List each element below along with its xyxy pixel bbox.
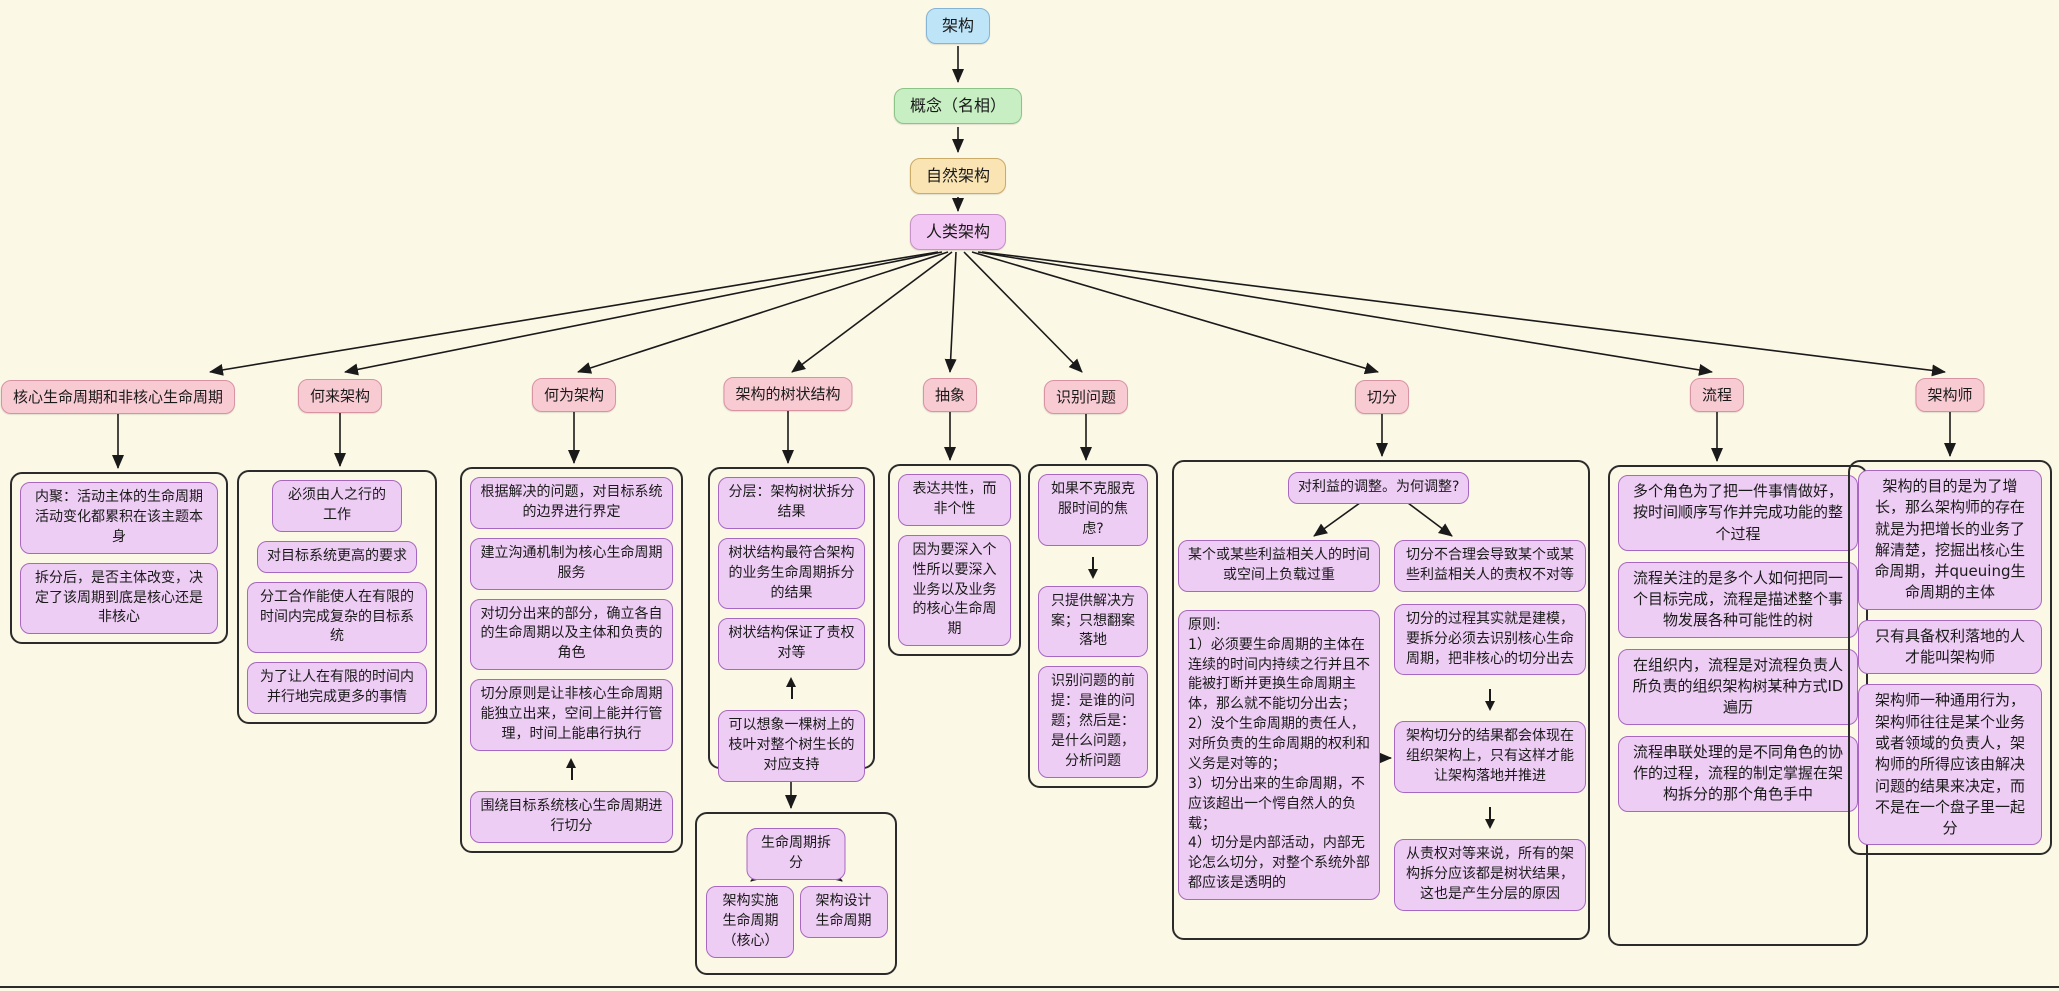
up-arrow bbox=[786, 677, 797, 700]
note[interactable]: 切分不合理会导致某个或某些利益相关人的责权不对等 bbox=[1394, 540, 1586, 592]
down-arrow bbox=[1087, 556, 1098, 579]
note[interactable]: 如果不克服克服时间的焦虑? bbox=[1038, 474, 1148, 546]
note[interactable]: 架构切分的结果都会体现在组织架构上，只有这样才能让架构落地并推进 bbox=[1394, 721, 1586, 793]
note[interactable]: 因为要深入个性所以要深入业务以及业务的核心生命周期 bbox=[898, 534, 1011, 647]
note[interactable]: 流程关注的是多个人如何把同一个目标完成，流程是描述整个事物发展各种可能性的树 bbox=[1618, 561, 1858, 638]
group-process: 多个角色为了把一件事情做好，按时间顺序写作并完成功能的整个过程 流程关注的是多个… bbox=[1608, 465, 1868, 946]
note[interactable]: 只提供解决方案；只想翻案落地 bbox=[1038, 585, 1148, 658]
note[interactable]: 对目标系统更高的要求 bbox=[257, 540, 417, 573]
node-impl-lifecycle[interactable]: 架构实施生命周期（核心） bbox=[706, 886, 795, 958]
header-abstraction[interactable]: 抽象 bbox=[922, 378, 978, 413]
node-lifecycle-split[interactable]: 生命周期拆分 bbox=[746, 828, 846, 880]
note[interactable]: 对切分出来的部分，确立各自的生命周期以及主体和负责的角色 bbox=[470, 598, 673, 671]
group-identify-problem: 如果不克服克服时间的焦虑? 只提供解决方案；只想翻案落地 识别问题的前提：是谁的… bbox=[1028, 464, 1158, 788]
node-natural-architecture[interactable]: 自然架构 bbox=[909, 158, 1007, 194]
note[interactable]: 架构的目的是为了增长，那么架构师的存在就是为把增长的业务了解清楚，挖掘出核心生命… bbox=[1858, 470, 2042, 610]
note[interactable]: 必须由人之行的工作 bbox=[272, 480, 402, 532]
header-tree-structure[interactable]: 架构的树状结构 bbox=[723, 377, 853, 412]
header-what-is-architecture[interactable]: 何为架构 bbox=[531, 378, 617, 413]
header-identify-problem[interactable]: 识别问题 bbox=[1043, 380, 1129, 415]
note[interactable]: 分工合作能使人在有限的时间内完成复杂的目标系统 bbox=[247, 581, 427, 654]
splitting-right-column: 切分不合理会导致某个或某些利益相关人的责权不对等 切分的过程其实就是建模，要拆分… bbox=[1394, 540, 1586, 911]
note[interactable]: 多个角色为了把一件事情做好，按时间顺序写作并完成功能的整个过程 bbox=[1618, 475, 1858, 551]
header-process[interactable]: 流程 bbox=[1689, 378, 1745, 413]
splitting-left-column: 某个或某些利益相关人的时间或空间上负载过重 原则: 1）必须要生命周期的主体在连… bbox=[1178, 540, 1380, 900]
document-bottom-edge bbox=[0, 986, 2059, 988]
note[interactable]: 只有具备权利落地的人才能叫架构师 bbox=[1858, 619, 2042, 675]
note[interactable]: 可以想象一棵树上的枝叶对整个树生长的对应支持 bbox=[718, 710, 865, 782]
note[interactable]: 在组织内，流程是对流程负责人所负责的组织架构树某种方式ID遍历 bbox=[1618, 648, 1858, 725]
note[interactable]: 内聚：活动主体的生命周期活动变化都累积在该主题本身 bbox=[20, 482, 218, 554]
node-human-architecture[interactable]: 人类架构 bbox=[909, 214, 1007, 250]
note[interactable]: 树状结构保证了责权对等 bbox=[718, 618, 865, 671]
group-core-vs-noncore: 内聚：活动主体的生命周期活动变化都累积在该主题本身 拆分后，是否主体改变，决定了… bbox=[10, 472, 228, 645]
up-arrow bbox=[566, 757, 577, 780]
down-arrow bbox=[1484, 807, 1495, 829]
note[interactable]: 树状结构最符合架构的业务生命周期拆分的结果 bbox=[718, 537, 865, 610]
note[interactable]: 表达共性，而非个性 bbox=[898, 474, 1011, 526]
group-why-architecture: 必须由人之行的工作 对目标系统更高的要求 分工合作能使人在有限的时间内完成复杂的… bbox=[237, 470, 437, 724]
note-why-adjust[interactable]: 对利益的调整。为何调整? bbox=[1288, 472, 1470, 504]
note[interactable]: 围绕目标系统核心生命周期进行切分 bbox=[470, 790, 673, 843]
note-principles[interactable]: 原则: 1）必须要生命周期的主体在连续的时间内持续之行并且不能被打断并更换生命周… bbox=[1178, 609, 1380, 900]
note[interactable]: 识别问题的前提：是谁的问题；然后是：是什么问题，分析问题 bbox=[1038, 666, 1148, 778]
group-abstraction: 表达共性，而非个性 因为要深入个性所以要深入业务以及业务的核心生命周期 bbox=[888, 464, 1021, 657]
note[interactable]: 架构师一种通用行为，架构师往往是某个业务或者领域的负责人，架构师的所得应该由解决… bbox=[1858, 684, 2042, 846]
note[interactable]: 根据解决的问题，对目标系统的边界进行界定 bbox=[470, 477, 673, 529]
note[interactable]: 流程串联处理的是不同角色的协作的过程，流程的制定掌握在架构拆分的那个角色手中 bbox=[1618, 735, 1858, 812]
group-architect: 架构的目的是为了增长，那么架构师的存在就是为把增长的业务了解清楚，挖掘出核心生命… bbox=[1848, 460, 2052, 856]
group-what-is-architecture: 根据解决的问题，对目标系统的边界进行界定 建立沟通机制为核心生命周期服务 对切分… bbox=[460, 467, 683, 853]
node-design-lifecycle[interactable]: 架构设计生命周期 bbox=[799, 886, 888, 938]
header-why-architecture[interactable]: 何来架构 bbox=[297, 379, 383, 414]
header-architect[interactable]: 架构师 bbox=[1915, 378, 1985, 413]
down-arrow bbox=[1484, 689, 1495, 712]
note[interactable]: 从责权对等来说，所有的架构拆分应该都是树状结果，这也是产生分层的原因 bbox=[1394, 839, 1586, 911]
note[interactable]: 切分的过程其实就是建模，要拆分必须去识别核心生命周期，把非核心的切分出去 bbox=[1394, 603, 1586, 676]
group-lifecycle-split: 生命周期拆分 架构实施生命周期（核心） 架构设计生命周期 bbox=[695, 812, 897, 975]
note[interactable]: 分层：架构树状拆分结果 bbox=[718, 477, 865, 529]
header-splitting[interactable]: 切分 bbox=[1354, 380, 1410, 415]
note[interactable]: 为了让人在有限的时间内并行地完成更多的事情 bbox=[247, 662, 427, 714]
node-concept[interactable]: 概念（名相） bbox=[893, 88, 1023, 124]
node-architecture[interactable]: 架构 bbox=[925, 8, 991, 44]
note[interactable]: 切分原则是让非核心生命周期能独立出来，空间上能并行管理，时间上能串行执行 bbox=[470, 679, 673, 751]
note[interactable]: 建立沟通机制为核心生命周期服务 bbox=[470, 537, 673, 590]
group-tree-structure: 分层：架构树状拆分结果 树状结构最符合架构的业务生命周期拆分的结果 树状结构保证… bbox=[708, 467, 875, 782]
note[interactable]: 某个或某些利益相关人的时间或空间上负载过重 bbox=[1178, 540, 1380, 592]
header-core-vs-noncore-lifecycle[interactable]: 核心生命周期和非核心生命周期 bbox=[0, 380, 236, 415]
group-splitting: 对利益的调整。为何调整? 某个或某些利益相关人的时间或空间上负载过重 原则: 1… bbox=[1172, 460, 1590, 940]
note[interactable]: 拆分后，是否主体改变，决定了该周期到底是核心还是非核心 bbox=[20, 562, 218, 635]
